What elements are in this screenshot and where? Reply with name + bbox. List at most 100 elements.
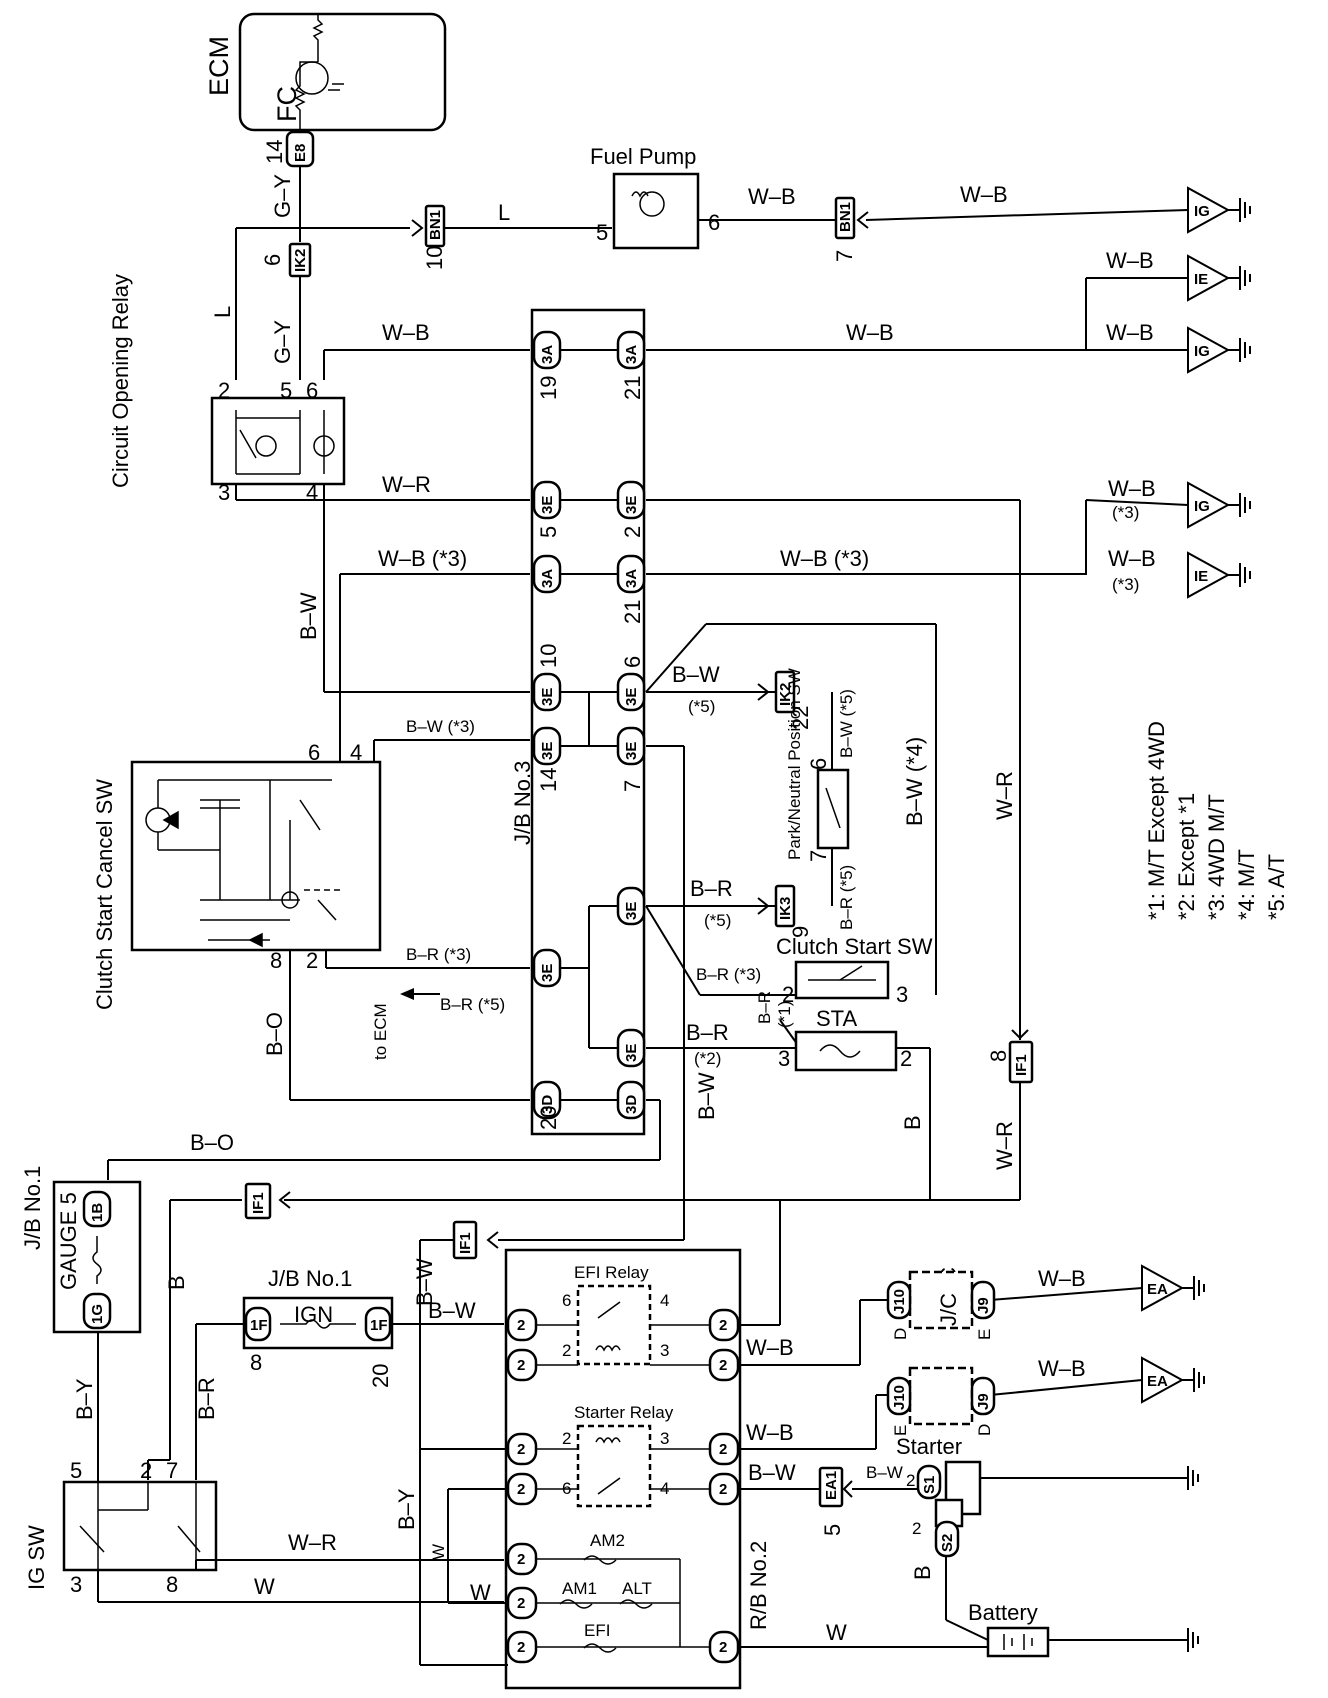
svg-text:EFI Relay: EFI Relay (574, 1263, 649, 1282)
svg-text:2: 2 (906, 1471, 915, 1490)
clutch-start-sw: Clutch Start SW 2 3 B–R (*3) B–R (*1) (696, 934, 933, 1028)
svg-text:B–R: B–R (755, 991, 774, 1024)
svg-text:B–R (*3): B–R (*3) (406, 945, 471, 964)
svg-text:D: D (975, 1424, 994, 1436)
rb-left-wires (419, 1239, 508, 1666)
bw4-label: B–W (*4) (902, 737, 927, 826)
svg-text:(*3): (*3) (1112, 503, 1139, 522)
svg-text:*3: 4WD M/T: *3: 4WD M/T (1204, 794, 1229, 920)
jb3-box: J/B No.3 (510, 308, 646, 1136)
svg-text:J/B No.1: J/B No.1 (268, 1266, 352, 1291)
svg-text:W–B (*3): W–B (*3) (780, 546, 869, 571)
svg-text:3E: 3E (539, 742, 556, 760)
wr-ig-label: W–R (288, 1530, 337, 1555)
svg-text:8: 8 (986, 1050, 1011, 1062)
svg-text:3E: 3E (539, 688, 556, 706)
svg-text:AM1: AM1 (562, 1579, 597, 1598)
br-label: B–R (194, 1377, 219, 1420)
svg-text:3E: 3E (539, 964, 556, 982)
svg-text:Starter Relay: Starter Relay (574, 1403, 674, 1422)
svg-text:8: 8 (270, 948, 282, 973)
svg-text:W–B: W–B (1106, 320, 1154, 345)
svg-text:5: 5 (596, 220, 608, 245)
svg-text:W–B: W–B (1106, 248, 1154, 273)
svg-text:2: 2 (719, 1481, 727, 1498)
svg-text:W: W (429, 1544, 448, 1560)
svg-text:IG: IG (1194, 343, 1210, 360)
svg-text:7: 7 (806, 850, 831, 862)
svg-text:Fuel Pump: Fuel Pump (590, 144, 696, 169)
svg-text:*4: M/T: *4: M/T (1234, 849, 1259, 920)
svg-text:20: 20 (368, 1364, 393, 1388)
svg-text:J/C: J/C (936, 1293, 961, 1326)
svg-text:B: B (900, 1115, 925, 1130)
right-jb-wires (645, 623, 937, 1200)
svg-text:IK2: IK2 (777, 683, 794, 706)
ign-wires (195, 1323, 504, 1480)
svg-text:19: 19 (536, 376, 561, 400)
svg-text:3A: 3A (539, 569, 556, 588)
jc-upper: J/C J10 J9 D E (886, 1267, 996, 1340)
svg-text:22: 22 (788, 706, 813, 730)
svg-text:3: 3 (70, 1572, 82, 1597)
svg-text:W–B: W–B (1108, 476, 1156, 501)
svg-text:B–W (*3): B–W (*3) (406, 717, 475, 736)
svg-text:ECM: ECM (204, 36, 234, 96)
svg-text:*2: Except *1: *2: Except *1 (1174, 793, 1199, 920)
svg-text:6: 6 (260, 254, 285, 266)
svg-text:1F: 1F (370, 1317, 388, 1334)
svg-text:(*5): (*5) (688, 697, 715, 716)
svg-text:2: 2 (719, 1317, 727, 1334)
park-neutral-sw: IK2 22 B–W (*5) B–W (*5) Park/Neutral Po… (672, 662, 856, 938)
svg-text:3A: 3A (539, 345, 556, 364)
svg-text:3: 3 (896, 982, 908, 1007)
svg-text:14: 14 (536, 768, 561, 792)
svg-text:W–B: W–B (748, 184, 796, 209)
svg-text:B: B (164, 1275, 189, 1290)
cancel-labels: B–W (*3) B–R (*3) B–R (*5) to ECM B–O (262, 717, 505, 1060)
svg-text:B–O: B–O (262, 1012, 287, 1056)
svg-text:B–R (*5): B–R (*5) (837, 865, 856, 930)
rb2: R/B No.2 EFI Relay 6 2 4 3 Starter Relay… (504, 1248, 771, 1690)
svg-text:IK3: IK3 (777, 897, 794, 920)
jc-lower: J/C J10 J9 E D (886, 1293, 996, 1436)
svg-text:2: 2 (562, 1429, 571, 1448)
svg-text:Clutch Start Cancel SW: Clutch Start Cancel SW (92, 779, 117, 1010)
svg-text:2: 2 (719, 1441, 727, 1458)
connector-ik2-top: IK2 (288, 242, 312, 278)
svg-text:W–R: W–R (992, 771, 1017, 820)
svg-text:B–Y: B–Y (394, 1488, 419, 1530)
w-ig-label: W (254, 1574, 275, 1599)
connector-bn1-right: BN1 7 (832, 196, 869, 262)
svg-text:IF1: IF1 (250, 1192, 267, 1214)
svg-text:3D: 3D (539, 1095, 556, 1114)
svg-text:J9: J9 (975, 1393, 992, 1410)
svg-text:W: W (470, 1580, 491, 1605)
svg-text:B–R: B–R (686, 1020, 729, 1045)
svg-text:B–W (*4): B–W (*4) (902, 737, 927, 826)
svg-text:IG: IG (1194, 498, 1210, 515)
svg-text:8: 8 (166, 1572, 178, 1597)
battery: Battery (968, 1600, 1050, 1658)
svg-text:4: 4 (660, 1291, 669, 1310)
svg-text:6: 6 (806, 758, 831, 770)
svg-text:B–W: B–W (672, 662, 720, 687)
svg-text:7: 7 (620, 780, 645, 792)
svg-text:10: 10 (422, 246, 447, 270)
svg-text:W–B: W–B (1108, 546, 1156, 571)
svg-text:5: 5 (280, 378, 292, 403)
svg-text:2: 2 (900, 1046, 912, 1071)
connector-bn1-left: BN1 10 (411, 204, 447, 270)
by-label: B–Y (72, 1378, 97, 1420)
svg-text:IK2: IK2 (292, 249, 309, 272)
svg-text:5: 5 (70, 1458, 82, 1483)
fuel-pump: Fuel Pump 5 6 (590, 144, 720, 250)
bw-label: B–W (694, 1072, 719, 1120)
svg-text:BN1: BN1 (427, 210, 444, 240)
svg-text:2: 2 (719, 1357, 727, 1374)
svg-text:IE: IE (1194, 271, 1208, 288)
svg-text:J/B No.3: J/B No.3 (510, 761, 535, 845)
svg-text:2: 2 (782, 982, 794, 1007)
jb3-internal (560, 349, 618, 1101)
